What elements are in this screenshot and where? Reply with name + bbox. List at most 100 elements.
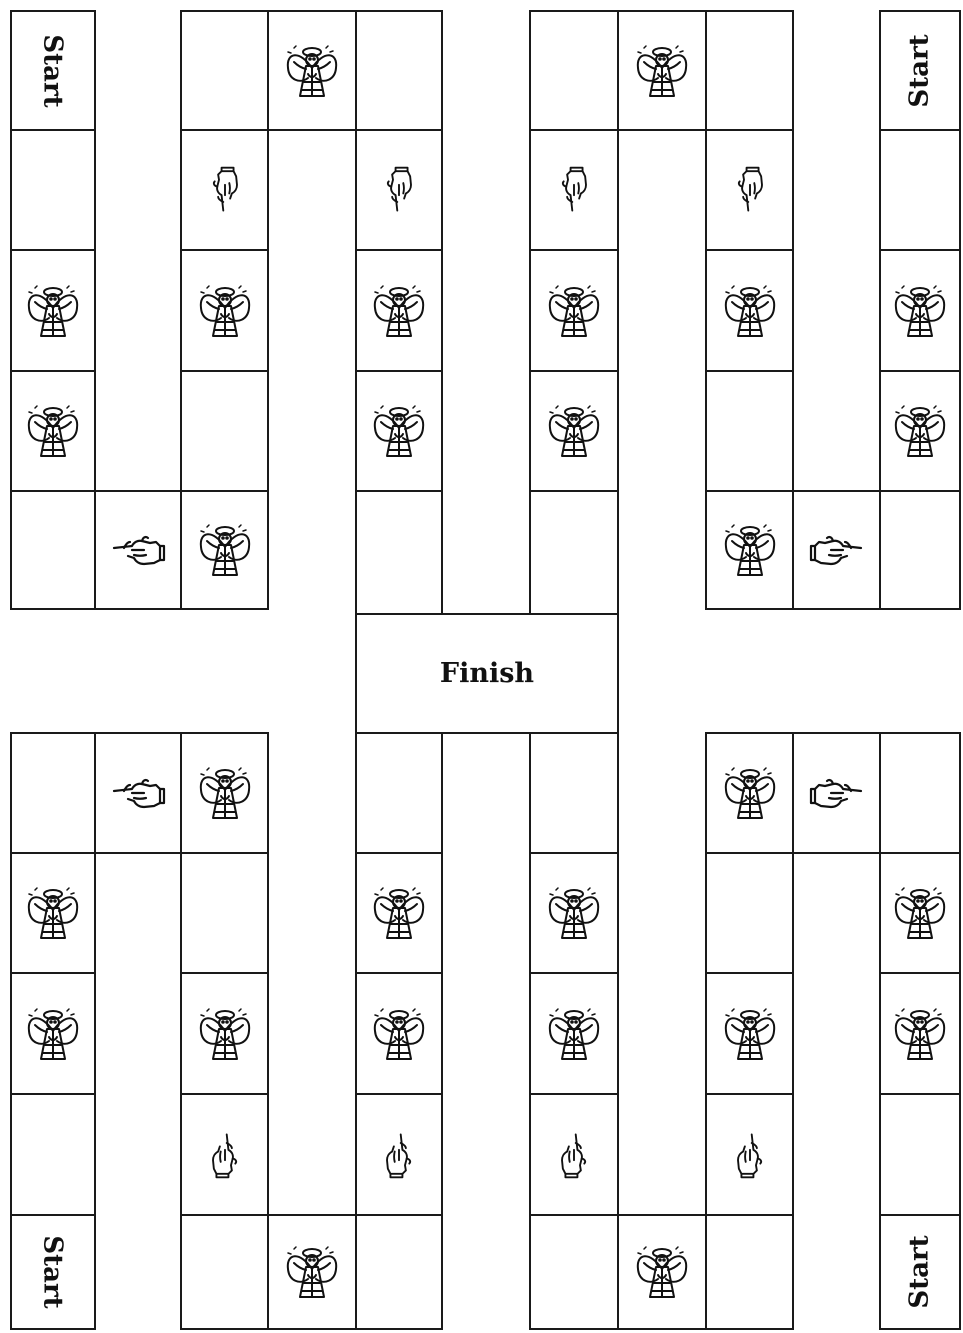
board-space[interactable] — [94, 490, 182, 610]
board-space[interactable] — [180, 852, 269, 974]
angel-icon — [23, 278, 83, 344]
angel-icon — [720, 760, 780, 826]
angel-icon — [369, 398, 429, 464]
board-space[interactable] — [879, 732, 961, 854]
board-space[interactable] — [705, 10, 794, 131]
board-space[interactable] — [879, 249, 961, 372]
start-label: Start — [905, 1235, 935, 1308]
board-space[interactable] — [529, 852, 619, 974]
board-space[interactable] — [180, 732, 269, 854]
board-space[interactable] — [355, 129, 443, 251]
pointing-hand-icon — [371, 166, 427, 214]
angel-icon — [369, 278, 429, 344]
board-space[interactable] — [529, 1214, 619, 1330]
board-space[interactable] — [879, 972, 961, 1095]
finish-label: Finish — [440, 658, 534, 689]
pointing-hand-icon — [110, 526, 166, 574]
board-space[interactable] — [355, 370, 443, 492]
angel-icon — [369, 1001, 429, 1067]
board-space[interactable] — [355, 249, 443, 372]
angel-icon — [23, 880, 83, 946]
pointing-hand-icon — [546, 166, 602, 214]
board-space[interactable] — [529, 972, 619, 1095]
board-space[interactable] — [10, 129, 96, 251]
board-space[interactable] — [705, 490, 794, 610]
board-space[interactable] — [705, 1093, 794, 1216]
board-space[interactable] — [180, 490, 269, 610]
angel-icon — [544, 880, 604, 946]
board-space[interactable] — [617, 10, 707, 131]
board-space[interactable] — [180, 129, 269, 251]
board-space[interactable] — [10, 732, 96, 854]
board-space[interactable] — [529, 370, 619, 492]
board-space[interactable] — [94, 732, 182, 854]
angel-icon — [544, 398, 604, 464]
board-space[interactable] — [529, 10, 619, 131]
board-space[interactable] — [879, 129, 961, 251]
board-space[interactable] — [705, 1214, 794, 1330]
board-space[interactable] — [10, 852, 96, 974]
angel-icon — [890, 398, 950, 464]
board-space[interactable] — [355, 732, 443, 854]
pointing-hand-icon — [809, 526, 865, 574]
board-space[interactable] — [705, 972, 794, 1095]
board-space[interactable] — [879, 490, 961, 610]
start-space-bottom-right[interactable]: Start — [879, 1214, 961, 1330]
start-space-bottom-left[interactable]: Start — [10, 1214, 96, 1330]
pointing-hand-icon — [371, 1131, 427, 1179]
board-space[interactable] — [529, 490, 619, 615]
board-space[interactable] — [355, 1093, 443, 1216]
board-space[interactable] — [355, 852, 443, 974]
board-space[interactable] — [529, 732, 619, 854]
board-space[interactable] — [879, 1093, 961, 1216]
board-space[interactable] — [10, 1093, 96, 1216]
angel-icon — [544, 278, 604, 344]
board-space[interactable] — [10, 370, 96, 492]
board-space[interactable] — [180, 370, 269, 492]
board-space[interactable] — [705, 852, 794, 974]
board-space[interactable] — [705, 370, 794, 492]
board-space[interactable] — [879, 370, 961, 492]
angel-icon — [544, 1001, 604, 1067]
finish-space[interactable]: Finish — [355, 613, 619, 734]
board-space[interactable] — [529, 129, 619, 251]
board-space[interactable] — [267, 10, 357, 131]
board-space[interactable] — [705, 732, 794, 854]
board-space[interactable] — [180, 10, 269, 131]
angel-icon — [195, 278, 255, 344]
angel-icon — [282, 1239, 342, 1305]
board-space[interactable] — [792, 732, 881, 854]
angel-icon — [195, 760, 255, 826]
board-space[interactable] — [705, 129, 794, 251]
angel-icon — [720, 1001, 780, 1067]
start-space-top-left[interactable]: Start — [10, 10, 96, 131]
pointing-hand-icon — [722, 166, 778, 214]
board-space[interactable] — [792, 490, 881, 610]
board-space[interactable] — [10, 972, 96, 1095]
board-space[interactable] — [355, 490, 443, 615]
board-space[interactable] — [355, 972, 443, 1095]
pointing-hand-icon — [809, 769, 865, 817]
angel-icon — [282, 38, 342, 104]
pointing-hand-icon — [197, 166, 253, 214]
angel-icon — [632, 1239, 692, 1305]
board-space[interactable] — [355, 10, 443, 131]
board-space[interactable] — [529, 249, 619, 372]
start-space-top-right[interactable]: Start — [879, 10, 961, 131]
board-space[interactable] — [180, 972, 269, 1095]
board-space[interactable] — [180, 249, 269, 372]
pointing-hand-icon — [546, 1131, 602, 1179]
board-space[interactable] — [355, 1214, 443, 1330]
board-space[interactable] — [529, 1093, 619, 1216]
board-space[interactable] — [617, 1214, 707, 1330]
pointing-hand-icon — [722, 1131, 778, 1179]
board-space[interactable] — [267, 1214, 357, 1330]
angel-icon — [369, 880, 429, 946]
board-space[interactable] — [10, 490, 96, 610]
board-space[interactable] — [180, 1093, 269, 1216]
board-space[interactable] — [10, 249, 96, 372]
board-space[interactable] — [879, 852, 961, 974]
board-space[interactable] — [705, 249, 794, 372]
board-space[interactable] — [180, 1214, 269, 1330]
